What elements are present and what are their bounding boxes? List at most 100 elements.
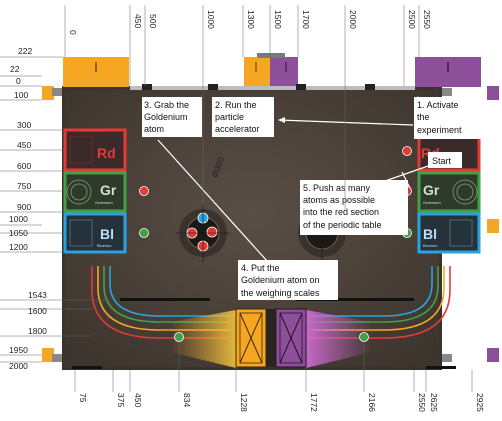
svg-text:accelerator: accelerator [215,124,260,134]
green-atom [174,332,184,342]
svg-text:75: 75 [78,393,88,403]
svg-text:0: 0 [68,30,78,35]
bottom-rail-left [120,298,210,301]
red-atom [402,146,412,156]
svg-text:2. Run the: 2. Run the [215,100,257,110]
svg-text:Start: Start [432,156,452,166]
left-bl-symbol: Bl [100,226,114,242]
right-green-cell [417,171,481,213]
svg-text:1. Activate: 1. Activate [417,100,459,110]
svg-text:the weighing scales: the weighing scales [241,288,320,298]
right-lanes [310,266,451,339]
svg-text:of the periodic table: of the periodic table [303,220,382,230]
callout-push: 5. Push as many atoms as possible into t… [300,180,408,235]
top-dimension-lines [64,5,420,210]
svg-text:experiment: experiment [417,125,462,135]
left-periodic-table: Rd Gr Greenium Bl Blueium [63,128,127,254]
svg-text:0: 0 [16,76,21,86]
bottom-dimension-labels: 75 375 450 834 1228 1772 2166 2550 2625 … [78,393,485,412]
svg-text:1300: 1300 [246,10,256,29]
svg-text:1700: 1700 [301,10,311,29]
atom-zone-left: Ø350 [176,155,230,262]
svg-text:2625: 2625 [429,393,439,412]
callout-activate: 1. Activate the experiment [414,97,482,139]
left-red-cell [63,128,127,172]
svg-text:2550: 2550 [417,393,427,412]
svg-text:1500: 1500 [273,10,283,29]
svg-text:450: 450 [17,140,31,150]
svg-text:2166: 2166 [367,393,377,412]
svg-text:500: 500 [148,14,158,28]
svg-text:1000: 1000 [9,214,28,224]
red-atom [206,226,218,238]
svg-text:1600: 1600 [28,306,47,316]
purple-right-marker-bottom [487,348,499,362]
right-gr-name: Greenium [423,200,441,205]
svg-text:Goldenium: Goldenium [144,112,188,122]
yellow-left-marker-top [42,86,54,100]
svg-text:atom: atom [144,124,164,134]
left-gr-symbol: Gr [100,182,117,198]
yellow-funnel [170,310,236,368]
svg-text:4. Put the: 4. Put the [241,263,280,273]
top-dimension-labels: 0 450 500 1000 1300 1500 1700 2000 2500 … [68,10,432,35]
svg-text:2500: 2500 [407,10,417,29]
svg-text:1000: 1000 [206,10,216,29]
yellow-right-marker [487,219,499,233]
left-green-cell [63,171,127,213]
right-periodic-table: Rd Gr Greenium Bl Blueium [417,128,481,254]
callout-start: Start [428,152,462,168]
red-atom [139,186,149,196]
svg-text:450: 450 [133,393,143,407]
top-rail [130,86,415,90]
svg-text:the: the [417,112,430,122]
left-gr-name: Greenium [95,200,113,205]
purple-funnel [306,310,372,368]
right-bl-name: Blueium [423,243,438,248]
svg-text:300: 300 [17,120,31,130]
callout-weigh: 4. Put the Goldenium atom on the weighin… [238,260,338,300]
left-bl-name: Blueium [97,243,112,248]
svg-text:2925: 2925 [475,393,485,412]
purple-right-marker-top [487,86,499,100]
svg-text:750: 750 [17,181,31,191]
svg-text:450: 450 [133,14,143,28]
left-rd-symbol: Rd [97,145,116,161]
yellow-central-zone [244,57,270,87]
svg-text:into the red section: into the red section [303,207,379,217]
right-gr-symbol: Gr [423,182,440,198]
svg-text:900: 900 [17,202,31,212]
svg-text:1200: 1200 [9,242,28,252]
svg-text:834: 834 [182,393,192,407]
left-dimension-labels: 222 22 0 100 300 450 600 750 900 1000 10… [9,46,47,371]
svg-text:1543: 1543 [28,290,47,300]
left-lanes [91,266,230,339]
left-dimension-lines [0,56,110,363]
svg-text:1050: 1050 [9,228,28,238]
svg-text:2000: 2000 [348,10,358,29]
callout-run: 2. Run the particle accelerator [212,97,274,137]
svg-text:particle: particle [215,112,244,122]
svg-text:Goldenium atom on: Goldenium atom on [241,275,320,285]
callout-grab: 3. Grab the Goldenium atom [142,97,202,137]
svg-text:1800: 1800 [28,326,47,336]
right-bl-symbol: Bl [423,226,437,242]
left-blue-cell [63,212,127,254]
svg-text:2550: 2550 [422,10,432,29]
purple-central-zone [270,57,298,87]
svg-text:3. Grab the: 3. Grab the [144,100,189,110]
svg-text:2000: 2000 [9,361,28,371]
green-atom [359,332,369,342]
green-atom [139,228,149,238]
svg-text:375: 375 [116,393,126,407]
svg-text:100: 100 [14,90,28,100]
svg-text:600: 600 [17,161,31,171]
bottom-dimension-lines [74,342,473,392]
svg-text:222: 222 [18,46,32,56]
svg-text:22: 22 [10,64,20,74]
svg-text:1950: 1950 [9,345,28,355]
svg-text:1228: 1228 [239,393,249,412]
right-blue-cell [417,212,481,254]
